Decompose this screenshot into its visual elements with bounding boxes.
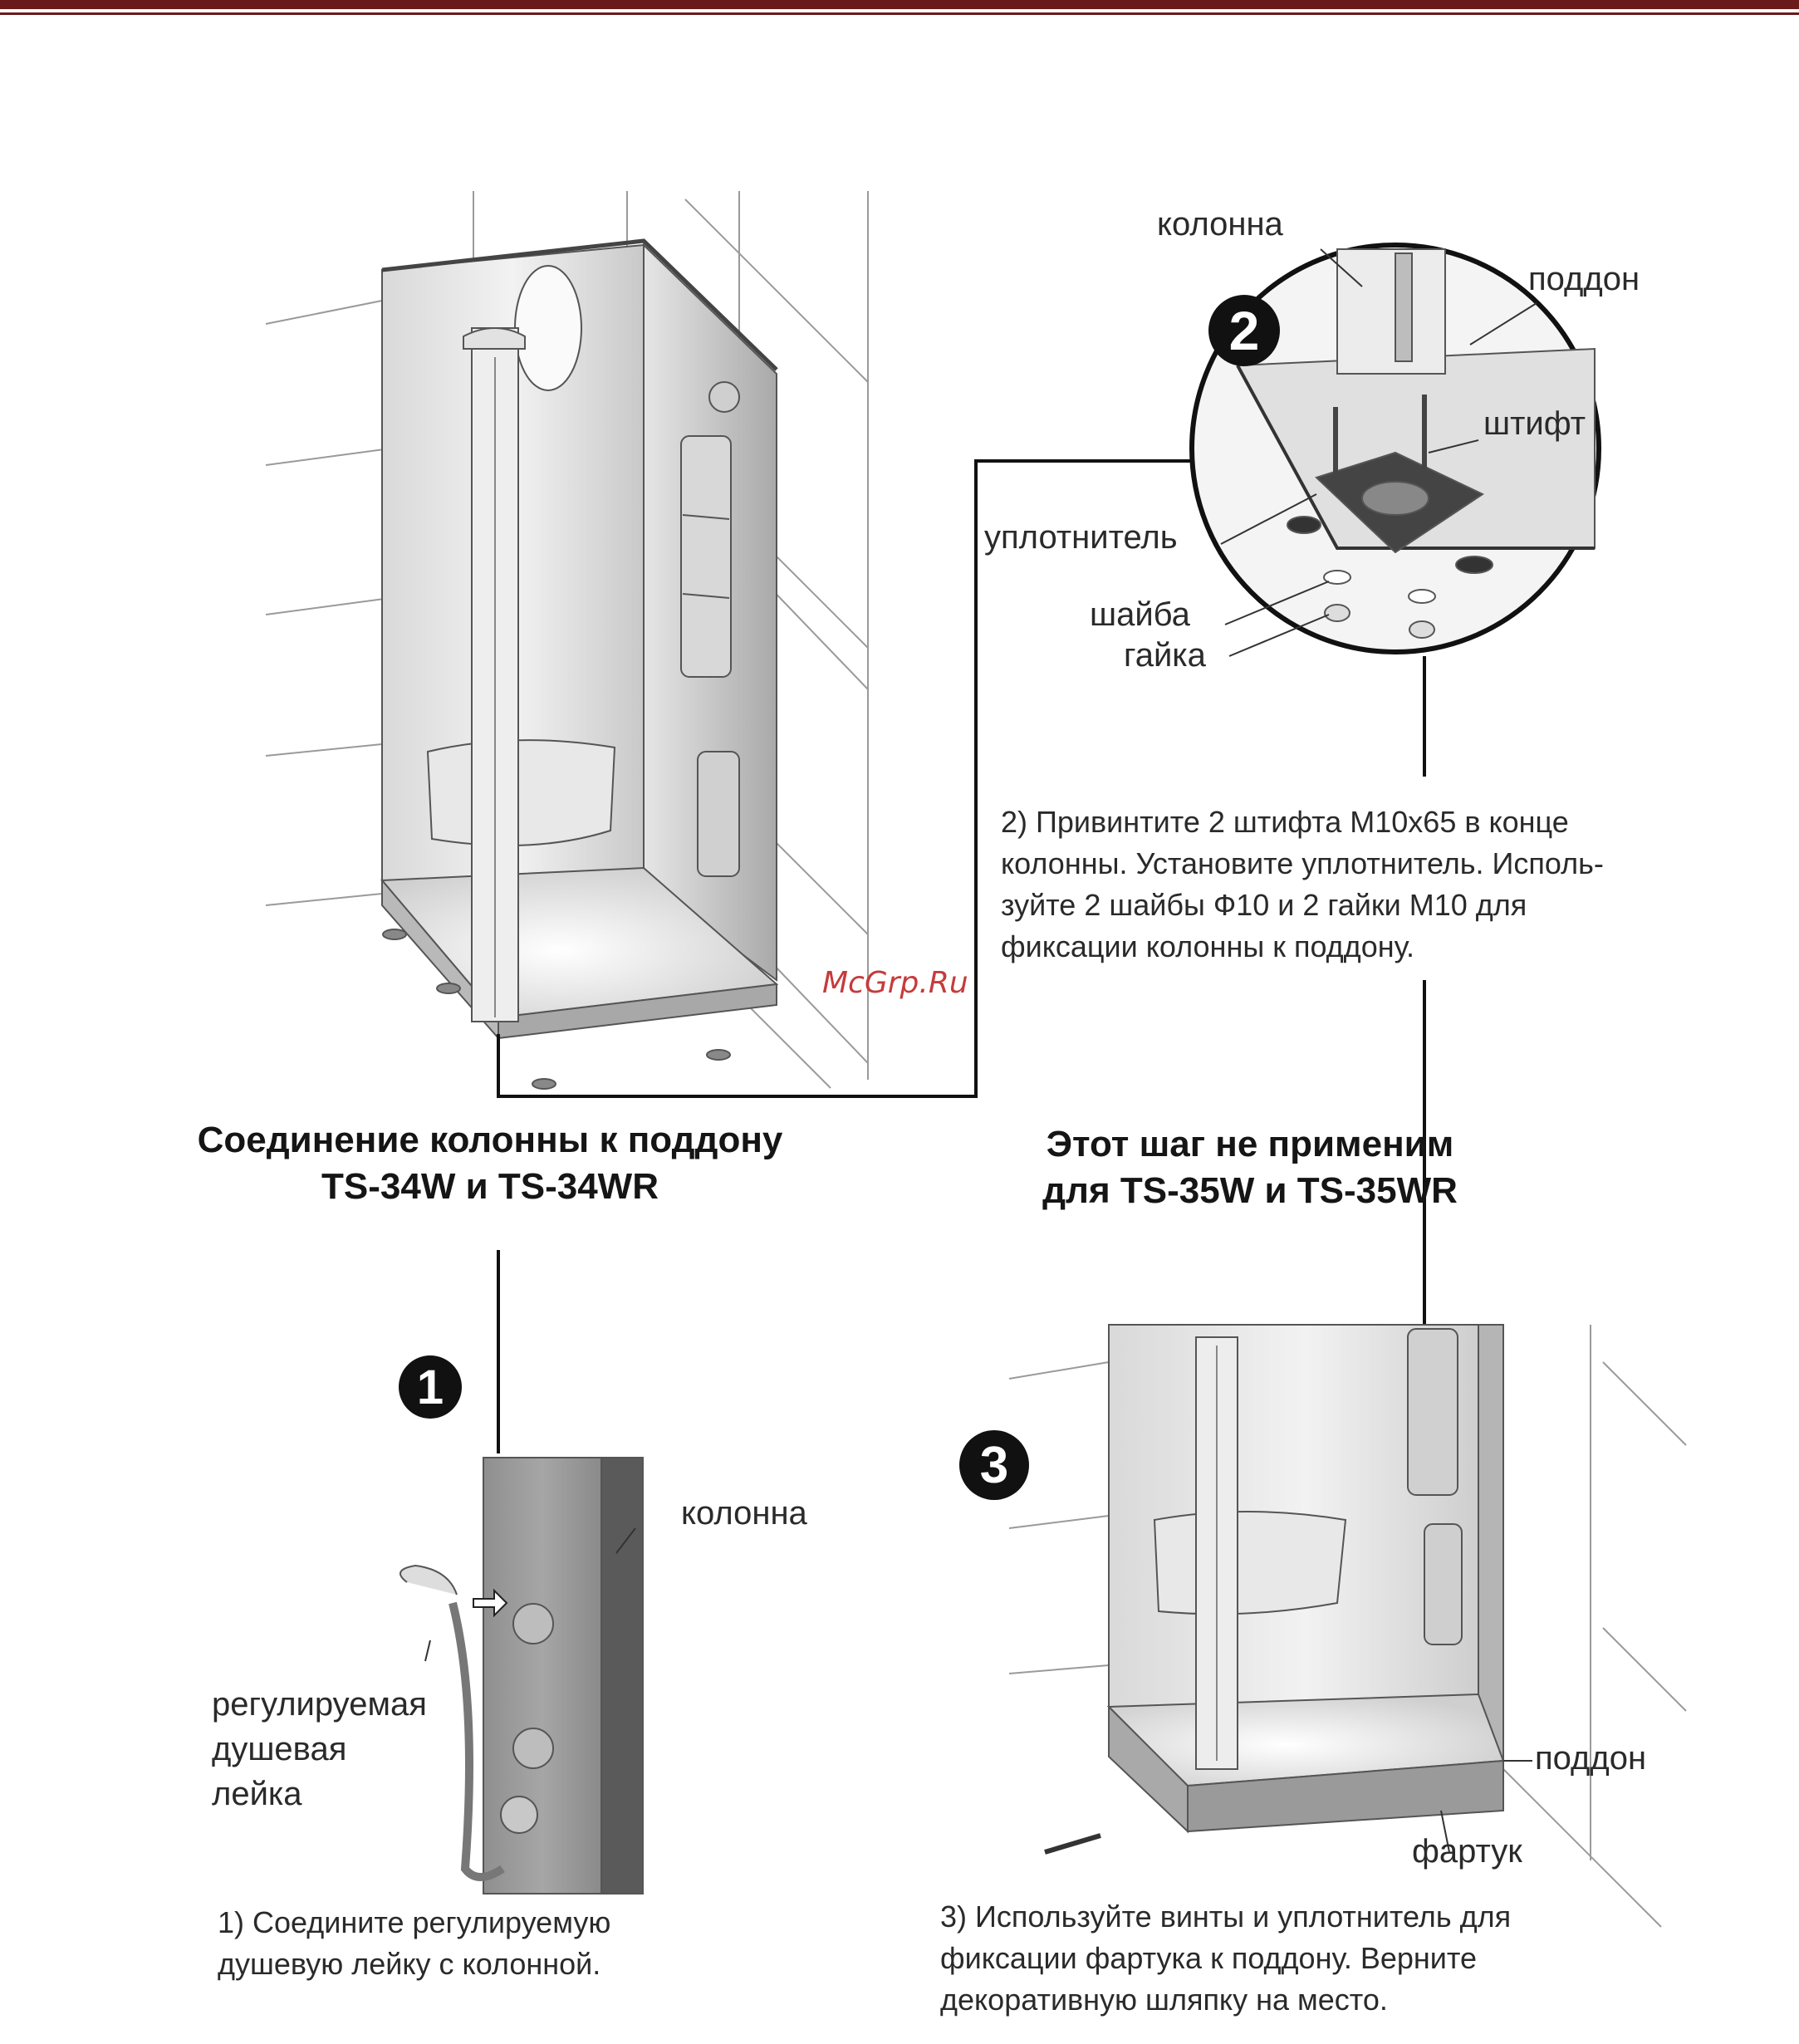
heading-left-line: Соединение колонны к поддону bbox=[197, 1120, 783, 1160]
heading-right: Этот шаг не применим для TS-35W и TS-35W… bbox=[993, 1121, 1507, 1214]
step2-label-nut: гайка bbox=[1124, 637, 1206, 674]
step2-label-column: колонна bbox=[1157, 206, 1283, 243]
step1-label-shower-line: лейка bbox=[212, 1776, 302, 1812]
step3-caption: 3) Используйте винты и уплотнитель для ф… bbox=[940, 1896, 1511, 2021]
step2-label-tray: поддон bbox=[1528, 261, 1640, 297]
step1-caption-line: душевую лейку с колонной. bbox=[218, 1947, 601, 1981]
step2-caption-line: 2) Привинтите 2 штифта М10х65 в конце bbox=[1001, 805, 1569, 839]
header-rule-thick bbox=[0, 0, 1799, 9]
step1-caption-line: 1) Соедините регулируемую bbox=[218, 1905, 611, 1939]
step3-label-tray: поддон bbox=[1535, 1740, 1647, 1777]
heading-left-line: TS-34W и TS-34WR bbox=[321, 1166, 659, 1207]
step3-label-apron: фартук bbox=[1412, 1833, 1522, 1870]
heading-right-line: Этот шаг не применим bbox=[1046, 1124, 1454, 1164]
shower-cabin-top-illustration bbox=[265, 191, 869, 1090]
step1-column-illustration bbox=[400, 1457, 644, 1894]
step1-badge: 1 bbox=[399, 1355, 462, 1419]
step2-caption-line: зуйте 2 шайбы Ф10 и 2 гайки М10 для bbox=[1001, 888, 1527, 922]
step2-detail-circle bbox=[1189, 243, 1601, 654]
header-rule-thin bbox=[0, 12, 1799, 15]
connector-lines bbox=[497, 459, 1426, 1453]
header-rule bbox=[0, 0, 1799, 17]
step3-caption-line: 3) Используйте винты и уплотнитель для bbox=[940, 1899, 1512, 1934]
step1-label-shower-line: регулируемая bbox=[212, 1686, 427, 1723]
step1-label-column: колонна bbox=[681, 1495, 807, 1532]
heading-right-line: для TS-35W и TS-35WR bbox=[1042, 1170, 1458, 1211]
step2-caption-line: колонны. Установите уплотнитель. Исполь- bbox=[1001, 846, 1604, 880]
step1-label-shower: регулируемая душевая лейка bbox=[212, 1682, 427, 1816]
shower-cabin-bottom-illustration bbox=[1008, 1324, 1687, 1928]
callout-leaders bbox=[424, 248, 1537, 1853]
step3-badge: 3 bbox=[959, 1430, 1029, 1500]
step3-caption-line: декоративную шляпку на место. bbox=[940, 1983, 1388, 2017]
step3-caption-line: фиксации фартука к поддону. Верните bbox=[940, 1941, 1478, 1975]
step2-label-pin: штифт bbox=[1483, 405, 1586, 442]
step2-label-seal: уплотнитель bbox=[984, 519, 1178, 556]
heading-left: Соединение колонны к поддону TS-34W и TS… bbox=[183, 1117, 797, 1210]
step2-caption-line: фиксации колонны к поддону. bbox=[1001, 929, 1414, 963]
step2-label-washer: шайба bbox=[1090, 596, 1190, 633]
step1-caption: 1) Соедините регулируемую душевую лейку … bbox=[218, 1902, 610, 1985]
step1-label-shower-line: душевая bbox=[212, 1731, 347, 1767]
step2-caption: 2) Привинтите 2 штифта М10х65 в конце ко… bbox=[1001, 801, 1604, 968]
watermark: McGrp.Ru bbox=[822, 966, 968, 1000]
step2-badge: 2 bbox=[1208, 295, 1280, 366]
